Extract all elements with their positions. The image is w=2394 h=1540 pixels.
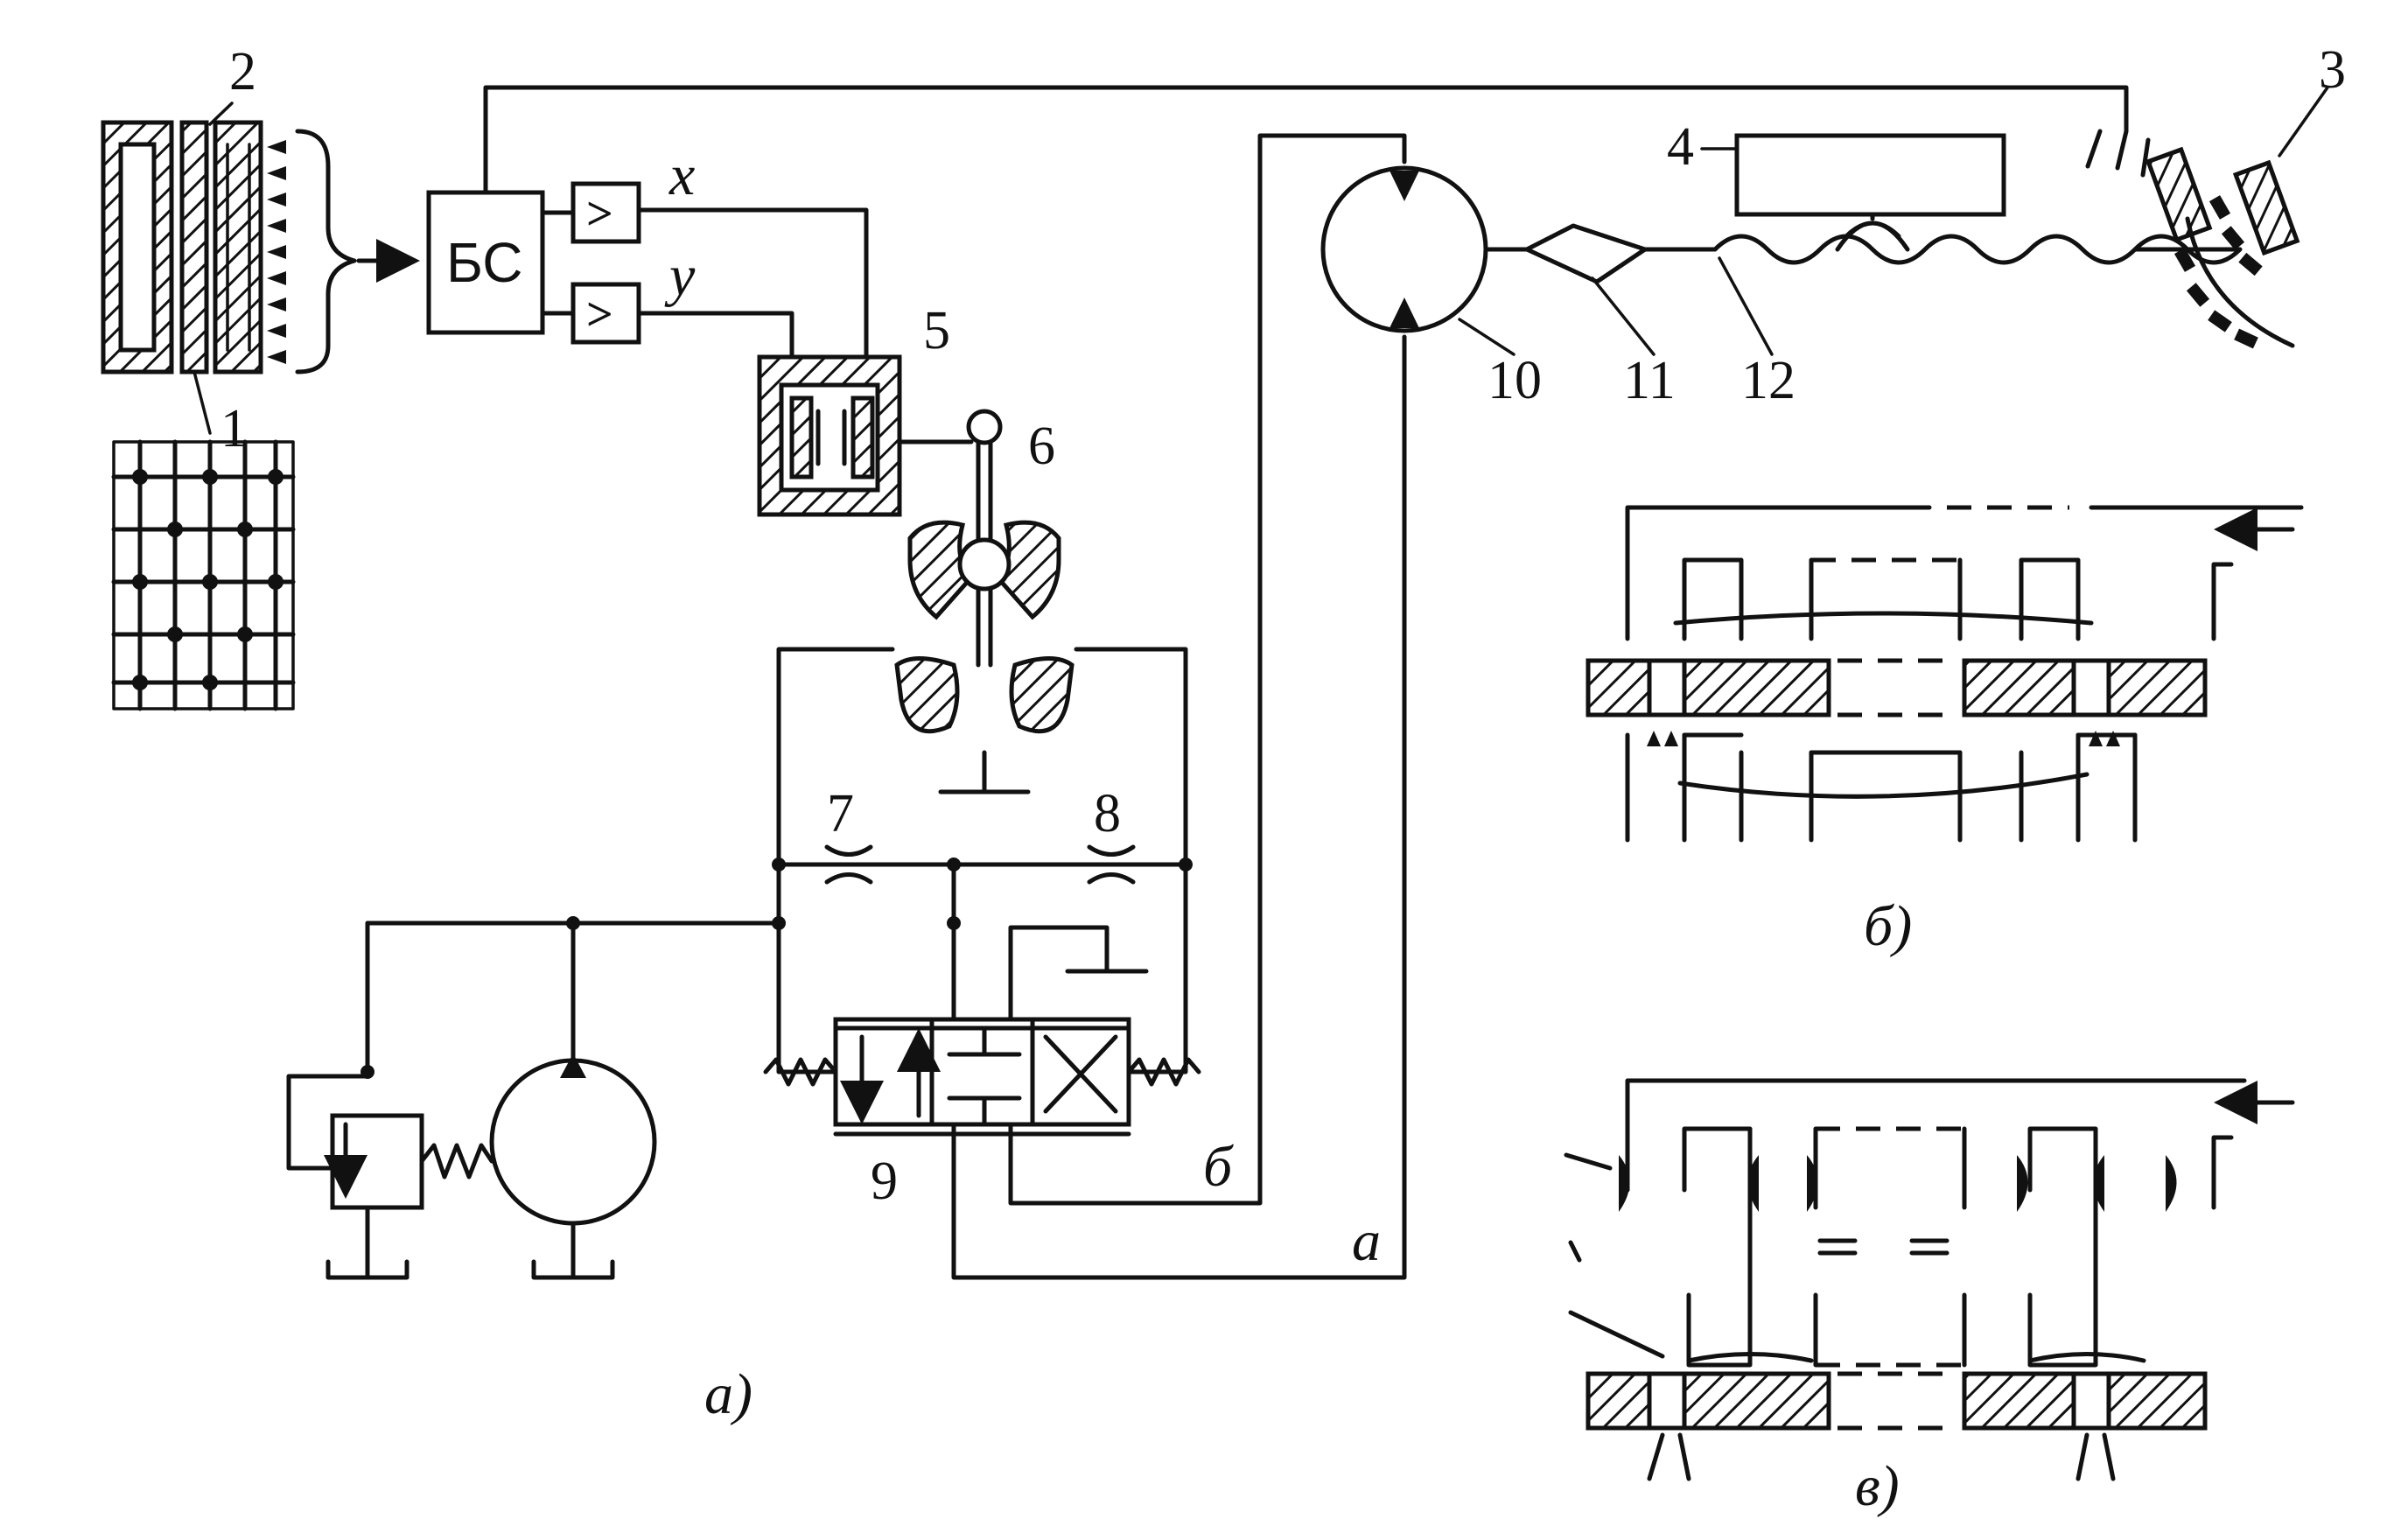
pump	[489, 920, 657, 1280]
matrix-grid	[111, 439, 296, 711]
position-sensor	[2085, 86, 2329, 349]
label-3: 3	[2319, 40, 2346, 100]
coupling	[1524, 223, 1718, 284]
label-12: 12	[1741, 351, 1796, 410]
detail-b	[1586, 505, 2304, 843]
amp-y-symbol: >	[586, 288, 613, 340]
lead-screw	[1712, 234, 2243, 265]
bs-block	[426, 190, 545, 335]
label-2: 2	[229, 42, 256, 102]
sensor-heads	[101, 102, 420, 435]
label-9: 9	[871, 1152, 898, 1211]
caption-b: б)	[1864, 894, 1912, 958]
label-10: 10	[1488, 351, 1542, 410]
signal-x-label: x	[668, 144, 695, 207]
label-6: 6	[1028, 416, 1055, 476]
detail-v	[1564, 1078, 2295, 1481]
label-8: 8	[1094, 784, 1121, 844]
label-5: 5	[923, 301, 950, 360]
spool-valve	[763, 1017, 1201, 1137]
label-7: 7	[827, 784, 854, 844]
port-a-label: а	[1352, 1209, 1381, 1273]
relief-valve	[286, 920, 494, 1280]
torque-motor	[757, 354, 974, 517]
amplifier-x	[570, 181, 641, 244]
throttle-8	[1087, 844, 1136, 885]
bs-label: БС	[446, 231, 523, 294]
signal-y-label: y	[664, 244, 696, 308]
label-4: 4	[1667, 117, 1694, 177]
port-b-label: б	[1203, 1135, 1234, 1199]
amp-x-symbol: >	[586, 187, 613, 240]
caption-v: в)	[1855, 1454, 1900, 1518]
hydraulic-motor	[1320, 165, 1530, 333]
flapper-nozzle	[894, 409, 1074, 794]
label-11: 11	[1623, 351, 1676, 410]
throttle-7	[824, 844, 873, 885]
label-1: 1	[220, 399, 248, 458]
caption-a: а)	[704, 1362, 752, 1426]
worktable	[1734, 133, 2006, 252]
